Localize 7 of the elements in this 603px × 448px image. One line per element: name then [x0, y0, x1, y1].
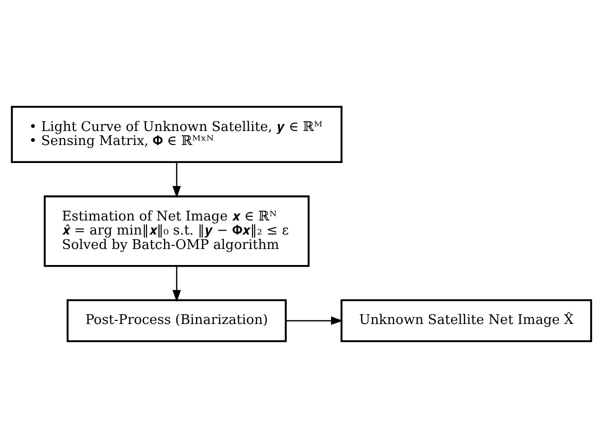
node-box: Unknown Satellite Net Image X̂ — [340, 299, 592, 342]
arrow — [172, 266, 181, 302]
node-box: • Light Curve of Unknown Satellite, 𝒚 ∈ ℝᴹ • Sensing Matrix, 𝚽 ∈ ℝᴹˣᴺ — [10, 106, 342, 164]
arrow — [286, 316, 344, 325]
node-box: Estimation of Net Image 𝒙 ∈ ℝᴺ 𝒙̂ = arg min‖𝒙‖₀ s.t. ‖𝒚 − 𝚽𝒙‖₂ ≤ ε Solved by Batch-OMP algorithm — [44, 195, 310, 267]
node-box: Post-Process (Binarization) — [66, 299, 287, 342]
arrow — [172, 162, 181, 198]
